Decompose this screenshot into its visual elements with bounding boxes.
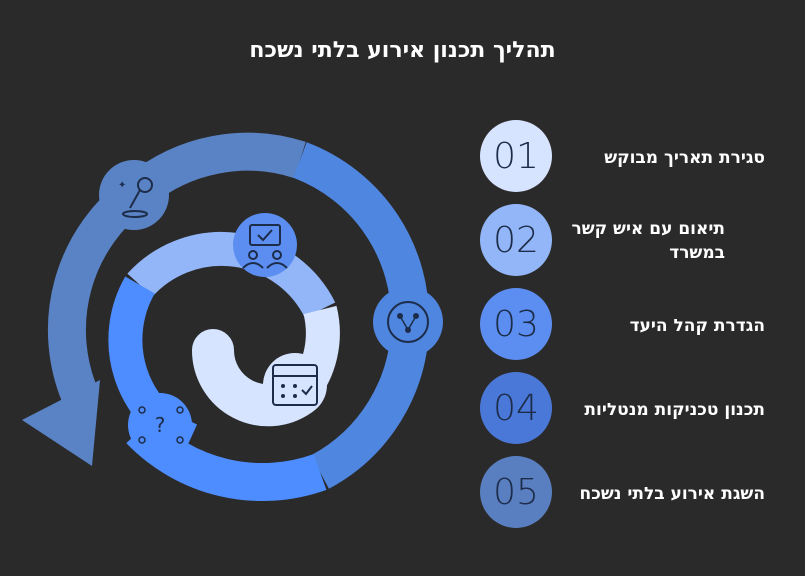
- step-label-5: השגת אירוע בלתי נשכח: [579, 484, 765, 504]
- svg-text:?: ?: [155, 413, 166, 437]
- page-title: תהליך תכנון אירוע בלתי נשכח: [249, 38, 556, 63]
- calendar-icon: [263, 353, 327, 417]
- brain-icon: [373, 287, 443, 357]
- meeting-icon: [233, 213, 297, 277]
- step-badge-4: 04: [480, 372, 552, 444]
- step-label-3: הגדרת קהל היעד: [629, 316, 765, 336]
- step-badge-1: 01: [480, 120, 552, 192]
- arrow-head: [22, 380, 100, 466]
- microphone-icon: ✦: [99, 160, 169, 230]
- step-badge-5: 05: [480, 456, 552, 528]
- step-label-2: תיאום עם איש קשר במשרד: [571, 219, 726, 263]
- step-badge-2: 02: [480, 204, 552, 276]
- step-badge-3: 03: [480, 288, 552, 360]
- svg-text:✦: ✦: [118, 180, 126, 191]
- step-label-4: תכנון טכניקות מנטליות: [584, 400, 765, 420]
- step-label-1: סגירת תאריך מבוקש: [604, 148, 765, 168]
- network-icon: ?: [128, 393, 192, 457]
